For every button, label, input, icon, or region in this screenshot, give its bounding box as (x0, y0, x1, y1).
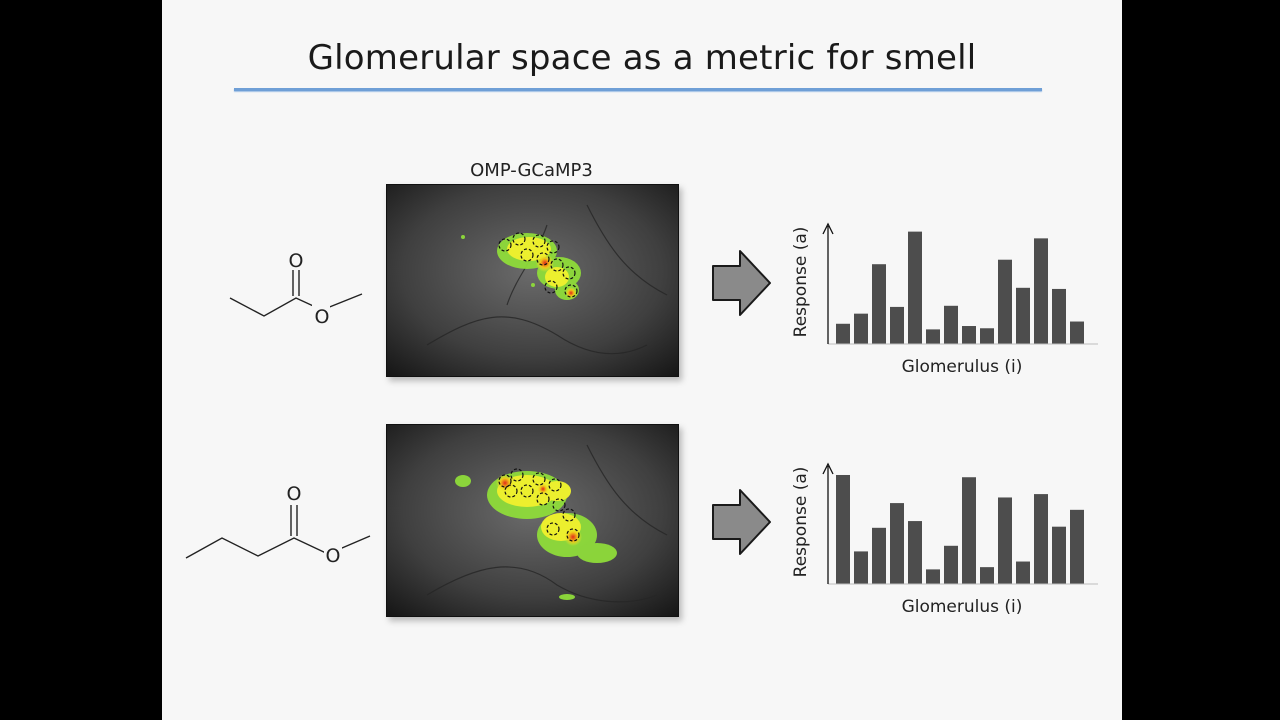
oxygen-label: O (287, 483, 302, 505)
glomerulus-bar-11 (1016, 287, 1030, 344)
glomerulus-bar-11 (1016, 561, 1030, 584)
glomerulus-bar-9 (980, 567, 994, 584)
glomerulus-bar-13 (1052, 288, 1066, 344)
image-label: OMP-GCaMP3 (470, 160, 593, 181)
glomerulus-bar-13 (1052, 526, 1066, 584)
glomerulus-bar-14 (1070, 321, 1084, 344)
response-bar-chart-top: Response (a) Glomerulus (i) (791, 222, 1098, 377)
calcium-imaging-bottom (386, 424, 679, 617)
glomerulus-bar-2 (854, 313, 868, 344)
glomerulus-bar-6 (926, 329, 940, 344)
glomerulus-bar-3 (872, 264, 886, 344)
y-axis-label: Response (a) (791, 227, 811, 338)
glomerulus-bar-5 (908, 521, 922, 584)
glomerulus-bar-12 (1034, 238, 1048, 344)
right-arrow-icon (712, 250, 771, 316)
glomerulus-bar-7 (944, 305, 958, 344)
oxygen-label: O (326, 545, 341, 567)
slide-title: Glomerular space as a metric for smell (307, 38, 977, 78)
glomerulus-bar-10 (998, 259, 1012, 344)
glomerulus-bar-7 (944, 545, 958, 584)
glomerulus-bar-8 (962, 477, 976, 584)
y-axis-arrowhead (822, 222, 834, 235)
right-arrow-icon (712, 489, 771, 555)
glomerulus-bar-1 (836, 474, 850, 584)
molecule-top: O O (229, 250, 363, 328)
glomerulus-bar-12 (1034, 494, 1048, 584)
bars-group (836, 474, 1084, 584)
title-underline (234, 88, 1042, 91)
bars-group (836, 231, 1084, 344)
x-axis-label: Glomerulus (i) (902, 597, 1023, 617)
response-bar-chart-bottom: Response (a) Glomerulus (i) (791, 462, 1098, 617)
glomerulus-bar-14 (1070, 509, 1084, 584)
y-axis-label: Response (a) (791, 467, 811, 578)
glomerulus-bar-6 (926, 569, 940, 584)
calcium-imaging-top (386, 184, 679, 377)
glomerulus-bar-1 (836, 323, 850, 344)
slide: Glomerular space as a metric for smell O… (162, 0, 1122, 720)
glomerulus-bar-4 (890, 306, 904, 344)
glomerulus-bar-9 (980, 328, 994, 344)
glomerulus-bar-10 (998, 497, 1012, 584)
glomerulus-bar-2 (854, 551, 868, 584)
oxygen-label: O (315, 306, 330, 328)
glomerulus-bar-3 (872, 527, 886, 584)
molecule-bottom: O O (185, 483, 371, 567)
y-axis-arrowhead (822, 462, 834, 475)
x-axis-label: Glomerulus (i) (902, 357, 1023, 377)
oxygen-label: O (289, 250, 304, 272)
glomerulus-bar-8 (962, 326, 976, 344)
glomerulus-bar-5 (908, 231, 922, 344)
glomerulus-bar-4 (890, 503, 904, 584)
